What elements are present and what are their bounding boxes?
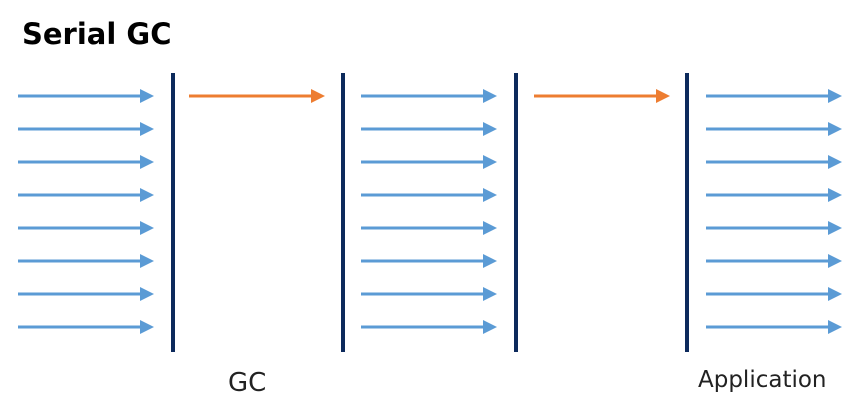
application-thread-arrow [18,155,154,169]
application-thread-arrow [706,221,842,235]
application-thread-arrow [18,188,154,202]
application-thread-arrow [18,320,154,334]
application-thread-arrow [18,122,154,136]
application-thread-arrow [18,254,154,268]
application-thread-arrow [361,188,497,202]
gc-thread-arrow [534,89,670,103]
diagram-title: Serial GC [22,17,172,51]
application-thread-arrow [361,320,497,334]
application-thread-arrow [706,155,842,169]
safepoint-lines [171,73,689,352]
application-thread-arrow [361,122,497,136]
application-thread-arrow [18,89,154,103]
application-thread-arrow [706,254,842,268]
application-thread-arrow [706,320,842,334]
application-thread-arrow [18,221,154,235]
application-thread-arrow [361,155,497,169]
application-thread-arrow [361,287,497,301]
application-thread-arrow [361,89,497,103]
application-thread-arrow [706,122,842,136]
application-thread-arrow [706,287,842,301]
thread-arrows [18,89,842,334]
application-thread-arrow [706,89,842,103]
gc-thread-arrow [189,89,325,103]
application-thread-arrow [706,188,842,202]
application-phase-label: Application [698,367,827,393]
application-thread-arrow [361,254,497,268]
gc-phase-label: GC [228,368,267,398]
application-thread-arrow [361,221,497,235]
application-thread-arrow [18,287,154,301]
